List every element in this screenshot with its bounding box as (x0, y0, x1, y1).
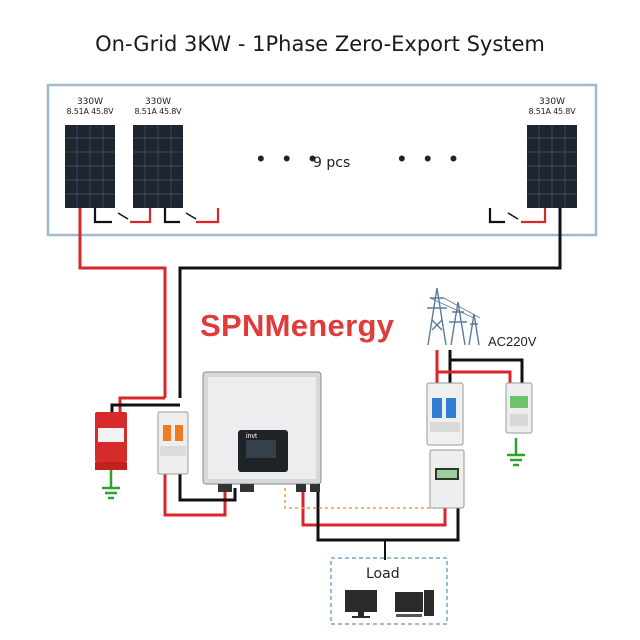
desktop-computer-icon (395, 590, 434, 617)
ground-icon (102, 470, 120, 500)
panel-spec: 8.51A 45.8V (528, 107, 576, 116)
panel-power: 330W (76, 97, 104, 107)
dc-breaker (157, 411, 189, 475)
ellipsis-right: • • • (398, 146, 464, 171)
panel-2-label: 330W 8.51A 45.8V (128, 97, 188, 117)
panel-power: 330W (538, 97, 566, 107)
ground-icon (507, 438, 525, 467)
panel-count: 9 pcs (313, 155, 351, 171)
ac-surge-protector (505, 382, 533, 434)
solar-panel-2 (133, 125, 183, 208)
grid-voltage-label: AC220V (488, 334, 537, 349)
string-connectors (93, 208, 547, 224)
pv-array-frame (46, 83, 598, 237)
panel-power: 330W (144, 97, 172, 107)
diagram-title: On-Grid 3KW - 1Phase Zero-Export System (95, 32, 545, 56)
inverter (202, 371, 322, 492)
grid-tower-icon (427, 287, 481, 346)
meter-comm-line (284, 488, 440, 509)
dc-wiring (78, 208, 562, 517)
panel-3-label: 330W 8.51A 45.8V (522, 97, 582, 117)
dc-surge-protector (95, 412, 127, 470)
panel-1-label: 330W 8.51A 45.8V (60, 97, 120, 117)
brand-watermark: SPNMenergy (200, 308, 395, 343)
ac-wiring (301, 350, 524, 560)
energy-meter (429, 449, 465, 509)
panel-spec: 8.51A 45.8V (66, 107, 114, 116)
inverter-logo: invt (246, 433, 257, 440)
monitor-icon (345, 590, 377, 618)
solar-panel-3 (527, 125, 577, 208)
load-box (330, 557, 448, 625)
ac-breaker (426, 382, 464, 446)
ellipsis-left: • • • (257, 146, 323, 171)
panel-spec: 8.51A 45.8V (134, 107, 182, 116)
solar-panel-1 (65, 125, 115, 208)
load-label: Load (366, 566, 400, 582)
